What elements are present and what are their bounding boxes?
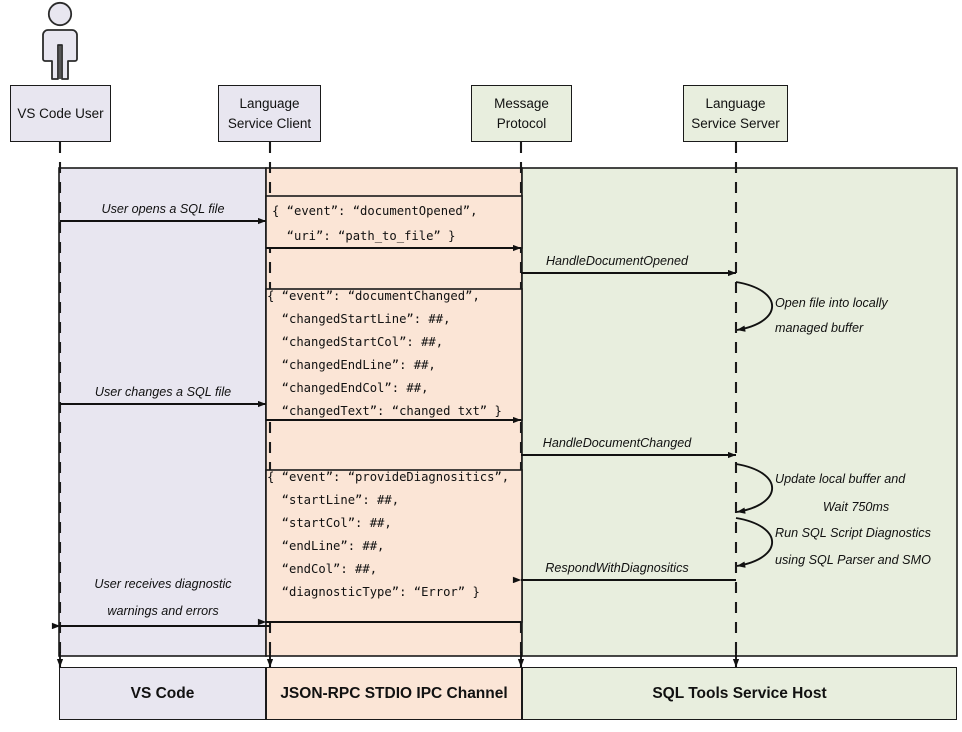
person-icon xyxy=(42,1,78,80)
activation-diagnositics xyxy=(265,469,523,623)
lifeline-header-label: Protocol xyxy=(496,115,547,131)
selfcall-update-buffer-wait xyxy=(735,463,774,514)
label-handle-document-changed: HandleDocumentChanged xyxy=(542,436,692,450)
footer-band-ipc-channel: JSON-RPC STDIO IPC Channel xyxy=(266,667,522,720)
footer-band-label: VS Code xyxy=(130,684,195,702)
footer-band-label: SQL Tools Service Host xyxy=(652,684,827,702)
selfcall-run-sql-diagnostics xyxy=(735,517,774,568)
label-update-buffer-wait-line2: Wait 750ms xyxy=(822,500,890,514)
payload-line: “startCol”: ##, xyxy=(267,516,392,530)
lifeline-header-language-service-server[interactable]: Language Service Server xyxy=(683,85,788,142)
label-run-sql-diagnostics-line2: using SQL Parser and SMO xyxy=(775,553,931,567)
footer-band-sql-tools-service-host: SQL Tools Service Host xyxy=(522,667,957,720)
footer-band-label: JSON-RPC STDIO IPC Channel xyxy=(280,684,508,702)
activation-changed xyxy=(265,288,523,421)
payload-line: “changedStartCol”: ##, xyxy=(267,335,444,349)
payload-line: { “event”: “documentOpened”, xyxy=(272,204,478,218)
self-call-arrows xyxy=(735,281,774,568)
lifeline-header-label: VS Code User xyxy=(17,105,104,121)
label-open-file-into-buffer-line1: Open file into locally xyxy=(775,296,888,310)
label-update-buffer-wait-line1: Update local buffer and xyxy=(775,472,906,486)
label-handle-document-opened: HandleDocumentOpened xyxy=(545,254,689,268)
activation-boxes xyxy=(265,195,523,623)
payload-line: “changedText”: “changed txt” } xyxy=(267,404,502,418)
lifeline-header-label: Language xyxy=(239,96,300,111)
payload-line: { “event”: “provideDiagnositics”, xyxy=(267,470,510,484)
lifeline-header-label: Language xyxy=(705,96,766,111)
payload-line: “endCol”: ##, xyxy=(267,562,378,576)
footer-band-vs-code: VS Code xyxy=(59,667,266,720)
lifeline-header-label: Service Server xyxy=(691,115,780,131)
label-open-file-into-buffer-line2: managed buffer xyxy=(775,321,864,335)
selfcall-open-file-into-buffer xyxy=(735,281,774,332)
label-user-receives-diagnostics-line1: User receives diagnostic xyxy=(94,577,232,591)
payload-line: “uri”: “path_to_file” } xyxy=(272,229,456,243)
lifeline-header-label: Message xyxy=(494,96,549,111)
label-run-sql-diagnostics-line1: Run SQL Script Diagnostics xyxy=(775,526,931,540)
payload-line: “changedStartLine”: ##, xyxy=(267,312,451,326)
lifeline-header-language-service-client[interactable]: Language Service Client xyxy=(218,85,321,142)
payload-line: “changedEndLine”: ##, xyxy=(267,358,436,372)
label-user-receives-diagnostics-line2: warnings and errors xyxy=(107,604,219,618)
payload-line: “diagnosticType”: “Error” } xyxy=(267,585,480,599)
lifeline-header-message-protocol[interactable]: Message Protocol xyxy=(471,85,572,142)
lifeline-header-vs-code-user[interactable]: VS Code User xyxy=(10,85,111,142)
payload-line: “changedEndCol”: ##, xyxy=(267,381,429,395)
terminator-arrows xyxy=(56,652,740,668)
payload-line: { “event”: “documentChanged”, xyxy=(267,289,480,303)
message-arrows xyxy=(51,217,737,630)
label-respond-with-diagnositics: RespondWithDiagnositics xyxy=(545,561,689,575)
payload-line: “startLine”: ##, xyxy=(267,493,400,507)
lifeline-header-label: Service Client xyxy=(227,115,312,131)
payload-line: “endLine”: ##, xyxy=(267,539,385,553)
label-user-opens-sql-file: User opens a SQL file xyxy=(101,202,225,216)
label-user-changes-sql-file: User changes a SQL file xyxy=(94,385,232,399)
